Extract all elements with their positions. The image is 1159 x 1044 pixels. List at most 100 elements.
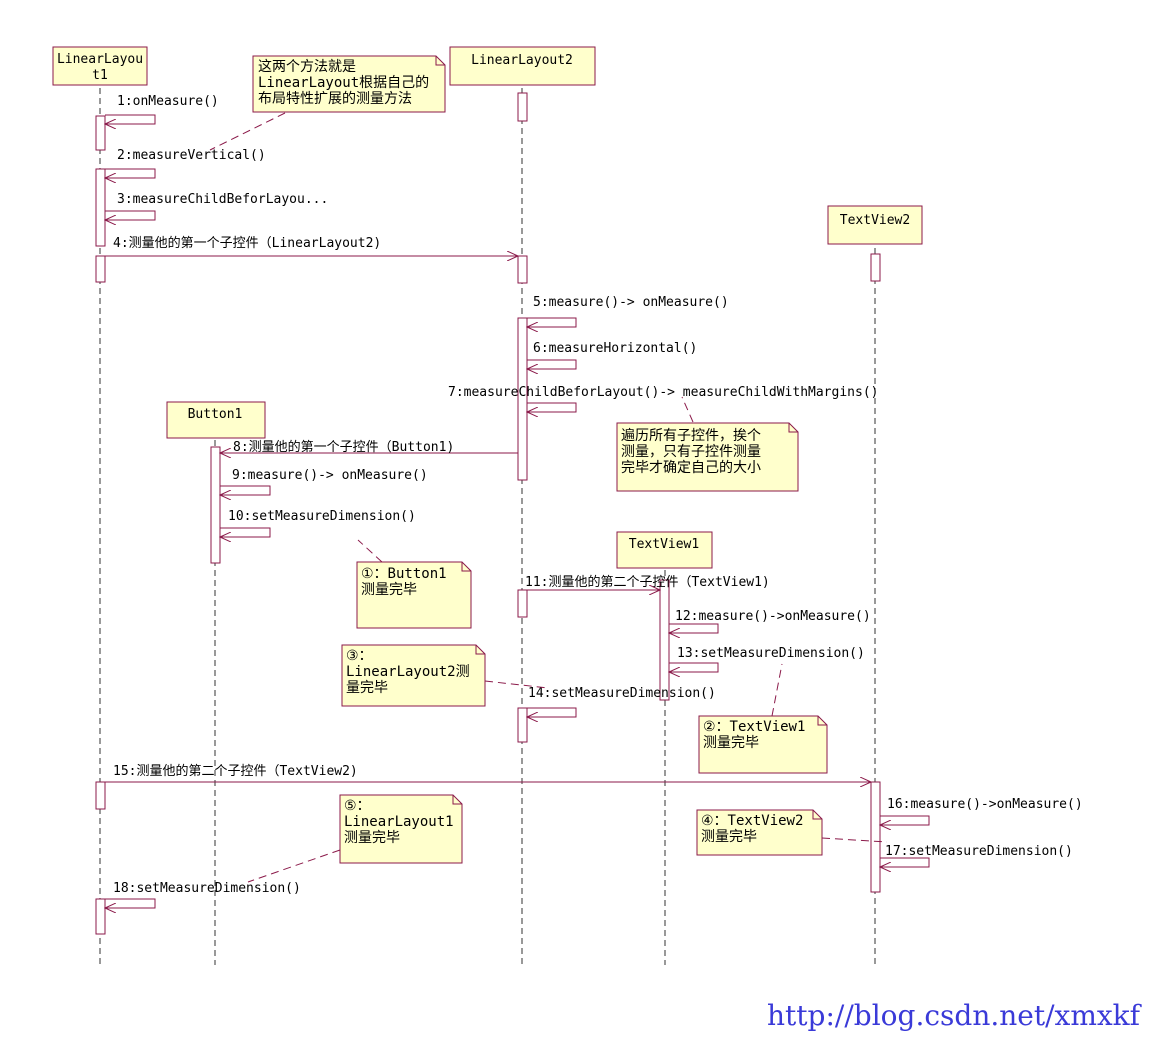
svg-text:遍历所有子控件，挨个: 遍历所有子控件，挨个 xyxy=(621,428,761,444)
note-textview1-done xyxy=(698,715,828,774)
participant-textview2 xyxy=(827,205,923,245)
note-button1-done xyxy=(356,561,472,629)
svg-text:7:measureChildBeforLayout()->: 7:measureChildBeforLayout()-> measureChi… xyxy=(448,385,878,400)
message-arrow xyxy=(669,623,719,633)
svg-text:④：TextView2: ④：TextView2 xyxy=(701,813,803,829)
activation xyxy=(517,92,528,122)
participant-button1 xyxy=(166,401,266,439)
note-text: LinearLayout1 xyxy=(344,814,454,830)
svg-text:5:measure()-> onMeasure(): 5:measure()-> onMeasure() xyxy=(533,295,729,310)
message-label: 3:measureChildBeforLayou... xyxy=(117,192,328,207)
note-text: ⑤： xyxy=(344,798,371,814)
message-arrow xyxy=(105,210,156,220)
participant-label: Button1 xyxy=(188,407,243,422)
note-textview2-done xyxy=(696,809,823,856)
activation xyxy=(517,589,528,618)
message-label: 10:setMeasureDimension() xyxy=(228,509,416,524)
note-text: 量完毕 xyxy=(346,680,388,696)
svg-text:14:setMeasureDimension(): 14:setMeasureDimension() xyxy=(528,686,716,701)
message-label: 8:测量他的第一个子控件（Button1) xyxy=(233,439,454,455)
note-text: 测量完毕 xyxy=(361,582,417,598)
participant-label: t1 xyxy=(92,68,108,83)
note-text: 测量，只有子控件测量 xyxy=(621,444,761,460)
svg-text:9:measure()-> onMeasure(): 9:measure()-> onMeasure() xyxy=(232,468,428,483)
activation xyxy=(95,781,106,810)
svg-text:LinearLayout根据自己的: LinearLayout根据自己的 xyxy=(258,75,429,91)
svg-text:布局特性扩展的测量方法: 布局特性扩展的测量方法 xyxy=(258,91,412,107)
message-label: 12:measure()->onMeasure() xyxy=(675,609,871,624)
svg-text:12:measure()->onMeasure(): 12:measure()->onMeasure() xyxy=(675,609,871,624)
participant-linearlayout1 xyxy=(52,46,148,86)
participant-textview1 xyxy=(616,531,713,569)
svg-text:LinearLayou: LinearLayou xyxy=(57,52,143,67)
message-arrow xyxy=(527,359,577,369)
svg-text:LinearLayout2测: LinearLayout2测 xyxy=(346,664,470,680)
message-arrow xyxy=(880,857,930,867)
svg-text:6:measureHorizontal(): 6:measureHorizontal() xyxy=(533,341,697,356)
message-arrow xyxy=(880,815,930,825)
message-arrow xyxy=(527,317,577,327)
activation xyxy=(517,317,528,481)
message-label: 9:measure()-> onMeasure() xyxy=(232,468,428,483)
participant-label: LinearLayout2 xyxy=(471,53,573,68)
message-label: 11:测量他的第二个子控件（TextView1) xyxy=(525,574,770,590)
participant-linearlayout2 xyxy=(449,46,596,86)
message-label: 2:measureVertical() xyxy=(117,148,266,163)
message-arrow xyxy=(527,707,577,717)
note-connector xyxy=(681,396,694,423)
message-label: 1:onMeasure() xyxy=(117,94,219,109)
watermark: http://blog.csdn.net/xmxkf xyxy=(767,999,1143,1032)
activation xyxy=(870,781,881,893)
svg-text:量完毕: 量完毕 xyxy=(346,680,388,696)
svg-text:18:setMeasureDimension(): 18:setMeasureDimension() xyxy=(113,881,301,896)
message-arrow xyxy=(220,527,271,537)
svg-text:13:setMeasureDimension(): 13:setMeasureDimension() xyxy=(677,646,865,661)
svg-text:10:setMeasureDimension(): 10:setMeasureDimension() xyxy=(228,509,416,524)
note-text: 布局特性扩展的测量方法 xyxy=(258,91,412,107)
note-text: 测量完毕 xyxy=(703,735,759,751)
svg-text:11:测量他的第二个子控件（TextView1): 11:测量他的第二个子控件（TextView1) xyxy=(525,574,770,590)
activation xyxy=(95,255,106,283)
message-arrow xyxy=(669,662,719,672)
note-text: LinearLayout根据自己的 xyxy=(258,75,429,91)
note-text: 遍历所有子控件，挨个 xyxy=(621,428,761,444)
message-label: 6:measureHorizontal() xyxy=(533,341,697,356)
svg-text:TextView1: TextView1 xyxy=(629,537,699,552)
message-arrow xyxy=(105,898,156,908)
message-arrow xyxy=(527,402,577,412)
activation xyxy=(517,707,528,743)
message-label: 14:setMeasureDimension() xyxy=(528,686,716,701)
note-text: ②：TextView1 xyxy=(703,719,805,735)
note-connector xyxy=(484,680,549,689)
svg-text:⑤：: ⑤： xyxy=(344,798,371,814)
activation xyxy=(659,579,670,701)
note-text: 这两个方法就是 xyxy=(258,58,356,75)
message-label: 15:测量他的第二个子控件（TextView2) xyxy=(113,763,358,779)
message-label: 18:setMeasureDimension() xyxy=(113,881,301,896)
activation xyxy=(517,255,528,284)
note-linearlayout2-done xyxy=(341,644,486,707)
svg-text:②：TextView1: ②：TextView1 xyxy=(703,719,805,735)
svg-text:3:measureChildBeforLayou...: 3:measureChildBeforLayou... xyxy=(117,192,328,207)
note-text: ④：TextView2 xyxy=(701,813,803,829)
message-label: 13:setMeasureDimension() xyxy=(677,646,865,661)
note-traverse xyxy=(616,422,799,492)
activation xyxy=(95,115,106,151)
svg-text:2:measureVertical(): 2:measureVertical() xyxy=(117,148,266,163)
activation xyxy=(870,253,881,282)
svg-text:4:测量他的第一个子控件（LinearLayout2): 4:测量他的第一个子控件（LinearLayout2) xyxy=(113,235,381,251)
note-connector xyxy=(209,112,286,151)
message-arrow xyxy=(220,485,271,495)
activation xyxy=(95,898,106,935)
note-text: ③： xyxy=(346,648,373,664)
participant-label: LinearLayou xyxy=(57,52,143,67)
message-label: 17:setMeasureDimension() xyxy=(885,844,1073,859)
svg-text:③：: ③： xyxy=(346,648,373,664)
svg-text:t1: t1 xyxy=(92,68,108,83)
svg-text:Button1: Button1 xyxy=(188,407,243,422)
svg-text:TextView2: TextView2 xyxy=(840,213,910,228)
note-connector xyxy=(247,849,341,883)
note-linearlayout1-done xyxy=(339,794,463,864)
svg-text:17:setMeasureDimension(): 17:setMeasureDimension() xyxy=(885,844,1073,859)
